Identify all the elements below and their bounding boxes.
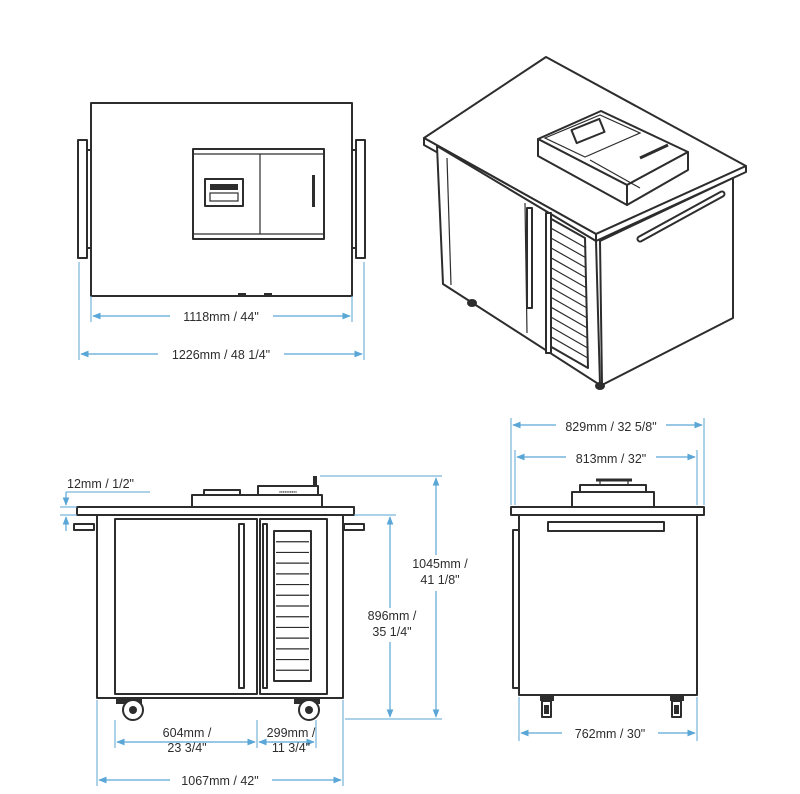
front-counter-top: [76, 506, 355, 516]
top-view-appliance: [192, 148, 325, 240]
side-view: 829mm / 32 5/8" 813mm / 32" 762mm / 30": [510, 418, 705, 741]
front-caster-left: [116, 698, 144, 721]
louver-slat: [547, 324, 588, 349]
front-overall-height-label-1: 1045mm /: [412, 557, 468, 571]
top-view-left-handle: [77, 139, 91, 259]
side-bar-handle-icon: [547, 521, 665, 532]
louver-slat: [547, 275, 588, 299]
front-left-handle-icon: [238, 523, 245, 689]
front-body-height-label-2: 35 1/4": [372, 625, 411, 639]
front-top-thickness-label: 12mm / 1/2": [67, 477, 134, 491]
front-overall-width-label: 1067mm / 42": [181, 774, 258, 788]
front-right-cabinet-label-2: 11 3/4": [272, 741, 310, 755]
top-view-right-handle: [352, 139, 366, 259]
iso-door-handle-icon: [526, 207, 533, 309]
top-view: 1118mm / 44" 1226mm / 48 1/4": [77, 102, 366, 362]
louver-slat: [547, 284, 588, 309]
top-overall-width-label: 1226mm / 48 1/4": [172, 348, 270, 362]
iso-louver-slats: [546, 225, 589, 359]
top-inner-width-label: 1118mm / 44": [183, 310, 259, 324]
front-appliance: [191, 494, 323, 508]
side-counter-top: [510, 506, 705, 516]
louver-slat: [547, 294, 588, 319]
front-right-cabinet-label-1: 299mm /: [267, 726, 316, 740]
side-appliance: [571, 491, 655, 508]
front-caster-right: [294, 698, 320, 721]
front-left-door: [114, 518, 258, 695]
isometric-view: [423, 56, 747, 390]
appliance-label-art: ▪▪▪▪▪▪▪▪▪▪: [279, 490, 297, 496]
iso-control-panel-icon: [570, 117, 606, 145]
louver-slat: [547, 314, 588, 339]
side-door-edge: [512, 529, 520, 689]
louver-slat: [547, 304, 588, 329]
front-louver-slats: [276, 541, 309, 671]
front-left-cabinet-label-2: 23 3/4": [167, 741, 206, 755]
louver-slat: [546, 245, 587, 269]
front-body-height-label-1: 896mm /: [368, 609, 417, 623]
side-base-depth-label: 762mm / 30": [575, 727, 645, 741]
louver-slat: [547, 255, 587, 279]
louver-slat: [546, 225, 587, 249]
lid-handle-icon: [312, 175, 315, 207]
side-caster-right: [670, 695, 684, 718]
front-overall-height-label-2: 41 1/8": [420, 573, 459, 587]
louver-slat: [547, 265, 588, 289]
iso-appliance: [537, 110, 689, 206]
side-caster-left: [540, 695, 554, 718]
side-body: [518, 514, 698, 696]
front-left-cabinet-label-1: 604mm /: [163, 726, 212, 740]
front-view: ▪▪▪▪▪▪▪▪▪▪ 12mm / 1/2" 1045mm / 41 1/8": [60, 475, 473, 788]
louver-slat: [546, 235, 587, 259]
side-top-depth-label: 813mm / 32": [576, 452, 646, 466]
side-overall-depth-label: 829mm / 32 5/8": [565, 420, 656, 434]
louver-slat: [547, 334, 589, 359]
